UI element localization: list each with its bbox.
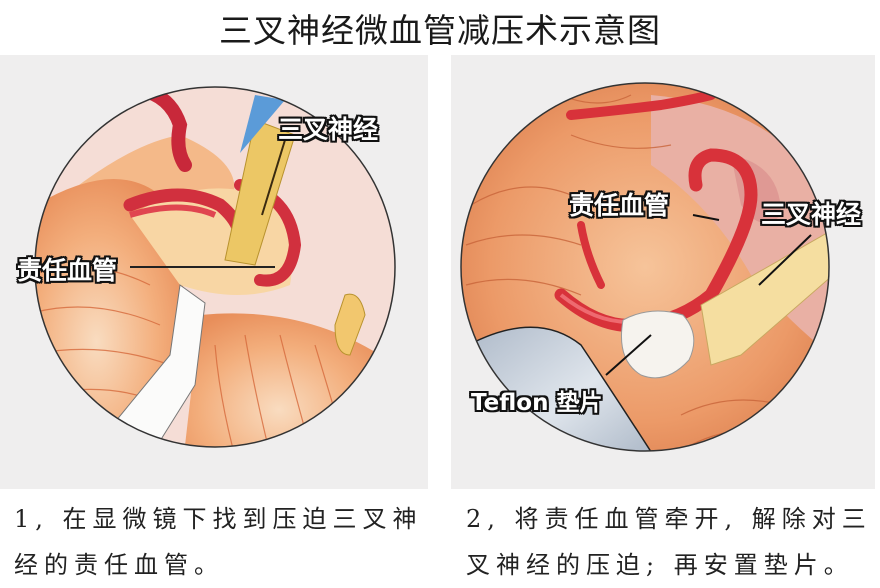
caption-step-1: 1, 在显微镜下找到压迫三叉神 经的责任血管。 bbox=[14, 496, 434, 588]
microscope-view-illustration-2 bbox=[460, 82, 830, 452]
label-offending-vessel: 责任血管 bbox=[569, 191, 670, 220]
label-offending-vessel: 责任血管 bbox=[17, 256, 118, 285]
label-teflon-pad: Teflon 垫片 bbox=[471, 390, 603, 416]
panel-step-2: 责任血管 三叉神经 Teflon 垫片 bbox=[451, 55, 875, 489]
caption-step-1-line-1: 1, 在显微镜下找到压迫三叉神 bbox=[14, 505, 423, 533]
diagram-title: 三叉神经微血管减压术示意图 bbox=[219, 11, 661, 50]
microscope-view-illustration-1 bbox=[34, 86, 396, 448]
caption-step-2-line-1: 2, 将责任血管牵开, 解除对三 bbox=[466, 505, 872, 533]
label-trigeminal-nerve: 三叉神经 bbox=[278, 115, 379, 144]
panel-step-1: 三叉神经 责任血管 bbox=[0, 55, 428, 489]
caption-step-2: 2, 将责任血管牵开, 解除对三 叉神经的压迫; 再安置垫片。 bbox=[466, 496, 876, 588]
caption-step-2-line-2: 叉神经的压迫; 再安置垫片。 bbox=[466, 551, 854, 579]
caption-step-1-line-2: 经的责任血管。 bbox=[14, 551, 224, 579]
label-trigeminal-nerve: 三叉神经 bbox=[761, 200, 862, 229]
